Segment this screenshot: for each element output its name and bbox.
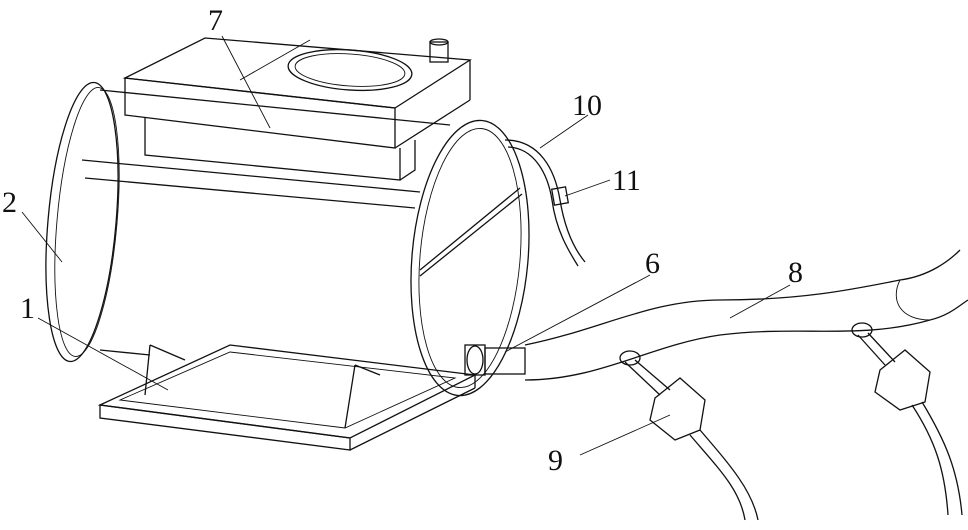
label-11: 11 bbox=[612, 164, 641, 197]
label-8: 8 bbox=[788, 256, 803, 289]
label-2: 2 bbox=[2, 186, 17, 219]
leader-lines bbox=[21, 35, 791, 456]
drain-valve-9-left bbox=[619, 350, 759, 521]
label-9: 9 bbox=[548, 444, 563, 477]
outlet-valve-6 bbox=[464, 344, 526, 376]
label-10: 10 bbox=[572, 89, 602, 122]
drain-valve-9-right bbox=[851, 322, 963, 516]
hose-10 bbox=[504, 139, 586, 267]
label-7: 7 bbox=[208, 4, 223, 37]
label-6: 6 bbox=[645, 247, 660, 280]
base-frame bbox=[97, 344, 478, 451]
tank-body bbox=[45, 81, 530, 397]
label-1: 1 bbox=[20, 292, 35, 325]
filter-box bbox=[122, 37, 472, 181]
hose-8 bbox=[524, 249, 968, 381]
